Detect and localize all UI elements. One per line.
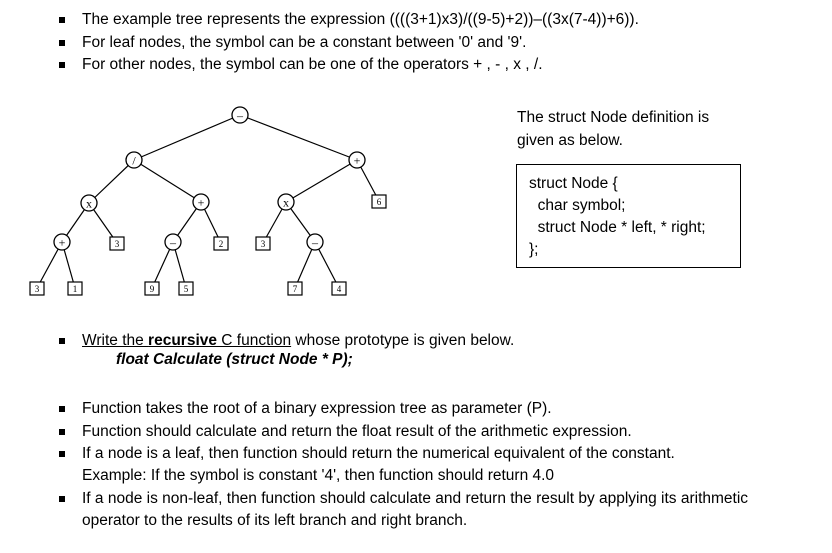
bullet-3: If a node is a leaf, then function shoul… (82, 445, 675, 462)
struct-code-line-4: }; (529, 241, 539, 258)
bullet-marker (59, 338, 65, 344)
svg-text:6: 6 (377, 197, 382, 207)
svg-text:+: + (59, 236, 66, 250)
bullet-marker (59, 451, 65, 457)
struct-definition-box: struct Node { char symbol; struct Node *… (516, 164, 741, 268)
bullet-marker (59, 62, 65, 68)
write-task-recursive: recursive (148, 332, 217, 349)
bullet-2: Function should calculate and return the… (82, 423, 632, 440)
intro-bullet-2: For leaf nodes, the symbol can be a cons… (82, 34, 527, 51)
svg-text:x: x (283, 196, 289, 210)
leaf-2: 2 (213, 236, 229, 251)
svg-text:9: 9 (150, 284, 155, 294)
bullet-marker (59, 429, 65, 435)
node-plus-right: + (348, 151, 366, 169)
struct-note-line-1: The struct Node definition is (517, 109, 710, 126)
node-minus-right: – (306, 233, 324, 251)
node-root: – (231, 106, 249, 124)
svg-text:–: – (236, 109, 244, 123)
node-divide: / (125, 151, 143, 169)
svg-text:+: + (354, 154, 361, 168)
node-times-left: x (80, 194, 98, 212)
write-task-c-function: C function (217, 332, 292, 349)
node-minus-left: – (164, 233, 182, 251)
leaf-3a: 3 (109, 236, 125, 251)
svg-text:x: x (86, 197, 92, 211)
bullet-1: Function takes the root of a binary expr… (82, 400, 552, 417)
svg-text:/: / (132, 154, 136, 168)
svg-text:+: + (198, 196, 205, 210)
leaf-4: 4 (331, 281, 347, 296)
bullet-marker (59, 17, 65, 23)
svg-text:3: 3 (115, 239, 120, 249)
svg-text:2: 2 (219, 239, 224, 249)
bullet-4-cont: operator to the results of its left bran… (82, 512, 468, 529)
leaf-7: 7 (287, 281, 303, 296)
bullet-marker (59, 496, 65, 502)
svg-text:1: 1 (73, 284, 78, 294)
node-times-right: x (277, 193, 295, 211)
bullet-3-example: Example: If the symbol is constant '4', … (82, 467, 555, 484)
leaf-5: 5 (178, 281, 194, 296)
leaf-6: 6 (371, 194, 387, 209)
leaf-1: 1 (67, 281, 83, 296)
svg-text:5: 5 (184, 284, 189, 294)
node-plus-middle: + (192, 193, 210, 211)
svg-text:3: 3 (261, 239, 266, 249)
leaf-3b: 3 (255, 236, 271, 251)
bullet-4: If a node is non-leaf, then function sho… (82, 490, 749, 507)
svg-text:4: 4 (337, 284, 342, 294)
bullet-marker (59, 40, 65, 46)
svg-text:7: 7 (293, 284, 298, 294)
leaf-3c: 3 (29, 281, 45, 296)
write-task-post: whose prototype is given below. (291, 332, 515, 349)
write-task-pre: Write the (82, 332, 149, 349)
write-task-text: Write the recursive C function whose pro… (82, 331, 514, 351)
leaf-9: 9 (144, 281, 160, 296)
intro-bullet-1: The example tree represents the expressi… (82, 11, 639, 28)
struct-code-line-1: struct Node { (529, 175, 618, 192)
struct-code-line-3: struct Node * left, * right; (529, 219, 706, 236)
svg-text:3: 3 (35, 284, 40, 294)
intro-bullet-3: For other nodes, the symbol can be one o… (82, 56, 543, 73)
svg-text:–: – (311, 236, 319, 250)
struct-code-line-2: char symbol; (529, 197, 626, 214)
struct-note-line-2: given as below. (517, 132, 623, 149)
node-plus-left: + (53, 233, 71, 251)
svg-text:–: – (169, 236, 177, 250)
bullet-marker (59, 406, 65, 412)
function-prototype: float Calculate (struct Node * P); (116, 351, 353, 368)
